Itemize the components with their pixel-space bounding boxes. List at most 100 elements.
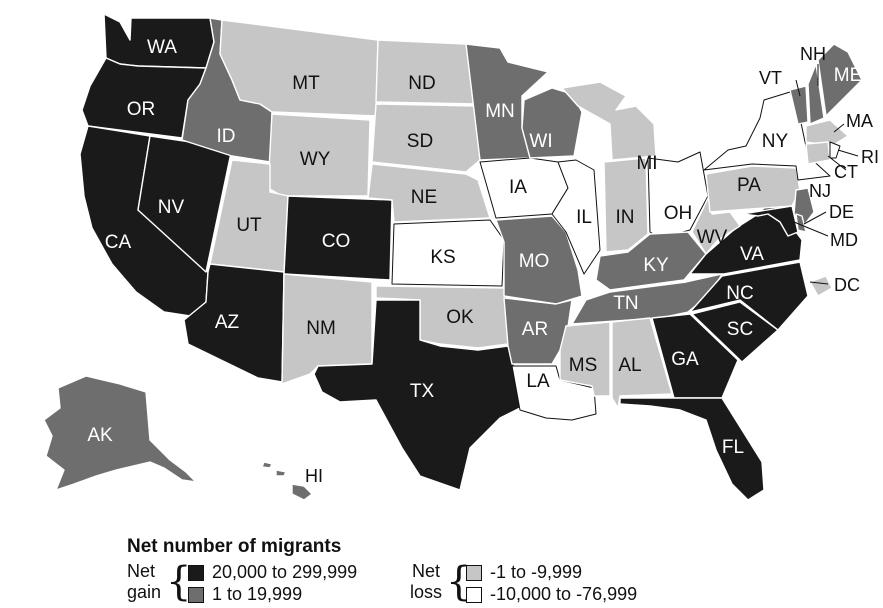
label-WI: WI [529,131,552,152]
legend-loss-label-line1: Net [412,561,441,581]
state-AL [611,317,673,409]
state-NH [807,63,825,125]
state-HI-islands [261,461,273,469]
state-VT [789,85,809,125]
state-KS [391,219,505,287]
label-UT: UT [236,215,262,236]
state-IN [603,157,649,253]
label-LA: LA [526,371,550,392]
legend-item-gain-high: 20,000 to 299,999 [212,562,358,582]
legend-swatch-gain-low [188,587,204,603]
label-IA: IA [509,177,527,198]
label-RI: RI [861,147,879,167]
state-SD [371,103,481,173]
state-DE [795,213,807,233]
label-CO: CO [322,231,351,252]
state-ME [817,43,863,117]
label-TX: TX [410,381,435,402]
label-NH: NH [800,44,826,64]
label-MI: MI [636,153,657,174]
state-MN [465,43,549,161]
label-OR: OR [127,99,156,120]
state-AK [43,375,197,491]
state-MS [559,321,611,397]
state-MA [805,119,849,147]
state-WI [521,87,583,159]
state-DC [809,275,833,297]
label-MT: MT [292,73,320,94]
legend-swatch-gain-high [188,565,204,581]
label-FL: FL [722,437,744,458]
label-GA: GA [671,349,699,370]
state-FL [619,397,765,501]
state-MI [561,81,657,161]
label-WY: WY [300,149,331,170]
state-MO [495,215,583,305]
label-PA: PA [737,175,761,196]
label-VA: VA [740,244,764,265]
state-NE [367,163,491,223]
label-CT: CT [834,162,858,182]
label-MN: MN [485,101,515,122]
state-MD [741,205,799,237]
label-KY: KY [643,255,669,276]
label-TN: TN [613,293,638,314]
label-DE: DE [829,202,854,222]
label-MS: MS [569,355,598,376]
label-ID: ID [217,126,236,147]
legend-title: Net number of migrants [127,536,342,557]
legend-swatch-loss-high [466,587,482,603]
label-OH: OH [664,203,693,224]
label-IL: IL [576,207,592,228]
legend-gain-label-line2: gain [127,582,162,602]
legend-item-gain-low: 1 to 19,999 [212,584,303,604]
label-ME: ME [834,65,863,86]
label-SC: SC [727,319,753,340]
state-OH [647,151,709,239]
label-DC: DC [834,275,860,295]
label-WA: WA [147,37,177,58]
label-NJ: NJ [809,181,831,201]
state-CO [283,195,393,281]
label-MO: MO [519,251,550,272]
state-CT [805,141,831,165]
label-KS: KS [430,247,455,268]
label-AK: AK [87,425,113,446]
legend-swatch-loss-low [466,565,482,581]
label-NV: NV [158,197,185,218]
state-TX [313,299,521,491]
state-labels: WA OR CA NV ID MT WY UT AZ CO NM ND SD N… [87,37,879,486]
label-CA: CA [105,232,132,253]
label-OK: OK [446,307,474,328]
label-AR: AR [522,319,548,340]
label-MA: MA [846,111,873,131]
label-MD: MD [830,230,858,250]
leader-lines [793,64,859,285]
legend-loss-label-line2: loss [410,582,443,602]
label-AZ: AZ [215,312,240,333]
legend-gain-label-line1: Net [127,561,156,581]
state-HI-islands [275,469,287,477]
label-NE: NE [411,187,437,208]
state-GA [651,313,739,399]
legend-gain-brace: { [166,559,192,605]
legend-loss-label: Net loss [410,561,442,603]
label-AL: AL [618,355,641,376]
label-WV: WV [697,227,728,248]
state-LA [511,365,597,421]
label-NY: NY [762,131,789,152]
state-IL [551,159,601,275]
legend-item-loss-high: -10,000 to -76,999 [490,584,638,604]
legend-item-loss-low: -1 to -9,999 [490,562,583,582]
label-HI: HI [305,466,323,486]
label-NM: NM [306,318,336,339]
label-NC: NC [726,283,753,304]
label-ND: ND [408,73,435,94]
state-RI [829,141,841,159]
label-VT: VT [759,68,782,88]
state-NC [689,261,809,331]
state-AR [503,297,573,365]
legend-gain-label: Net gain [127,561,161,603]
state-HI [291,483,313,501]
